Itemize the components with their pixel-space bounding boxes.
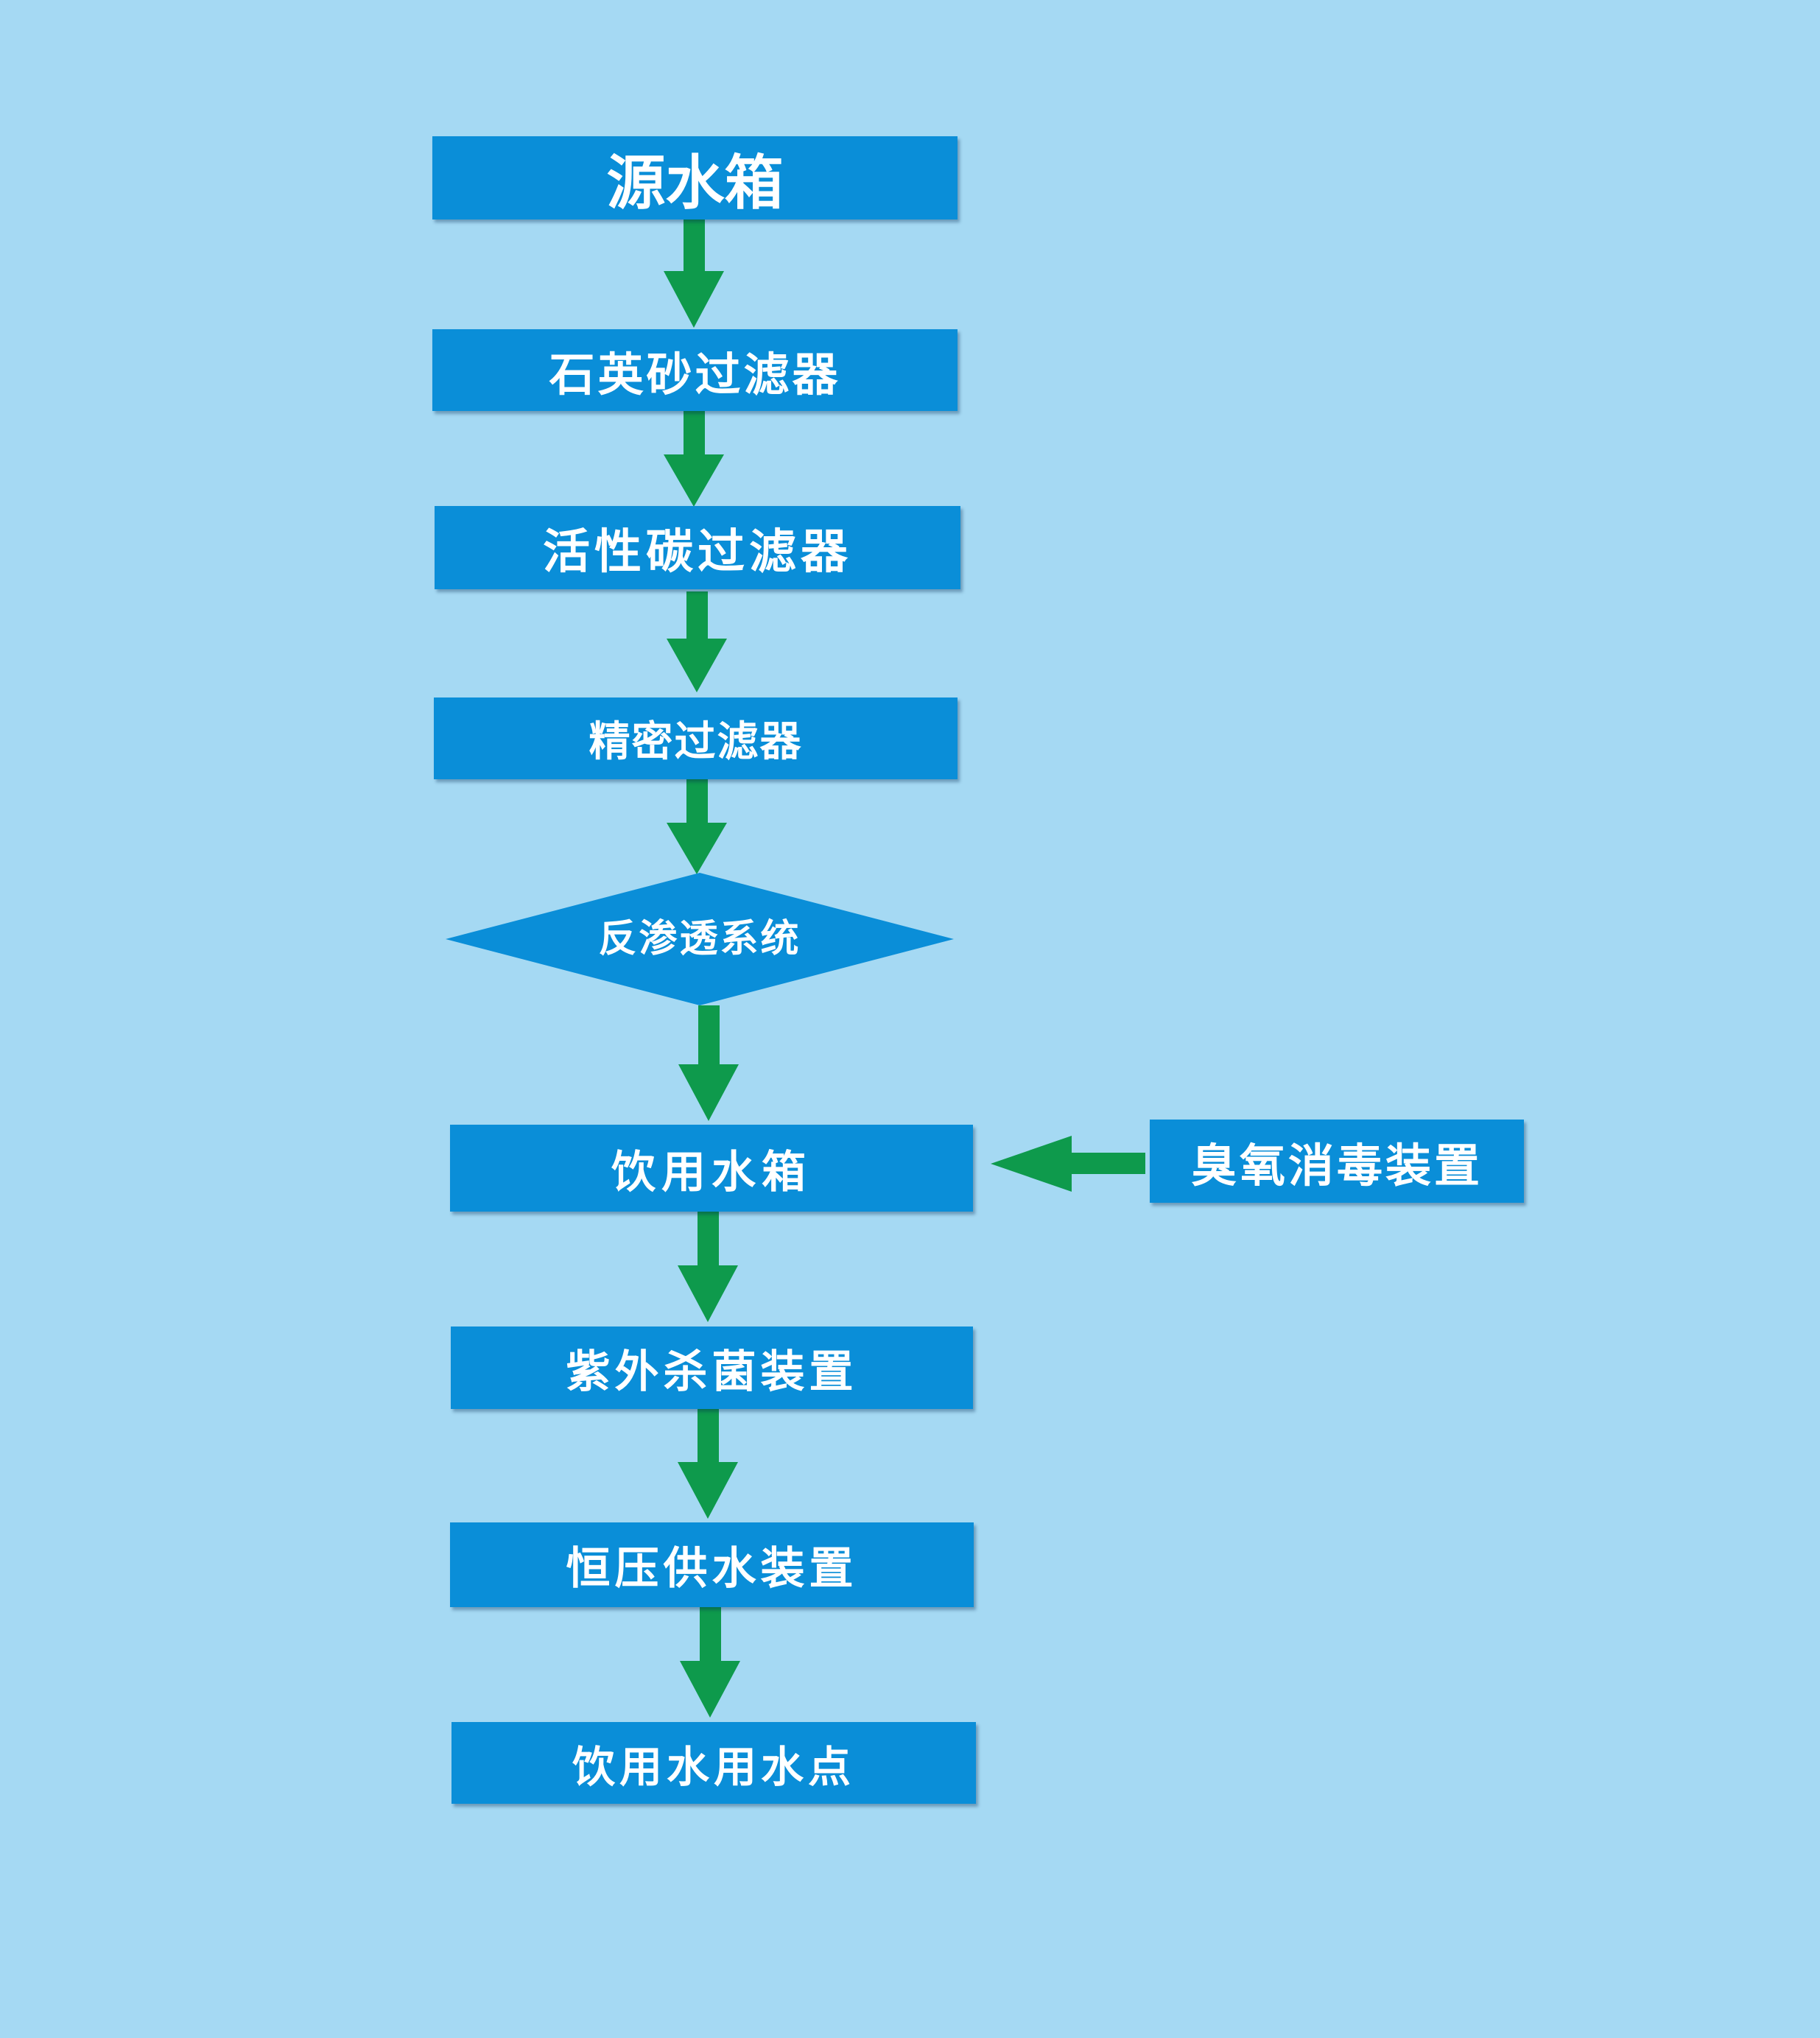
node-activated-carbon-filter: 活性碳过滤器 (435, 506, 960, 589)
node-quartz-sand-filter-label: 石英砂过滤器 (549, 347, 841, 401)
reverse-osmosis-diamond (446, 873, 954, 1005)
node-source-tank: 源水箱 (432, 136, 958, 219)
node-constant-pressure-supply: 恒压供水装置 (450, 1522, 974, 1607)
node-source-tank-label: 源水箱 (606, 148, 784, 217)
node-constant-pressure-supply-label: 恒压供水装置 (566, 1543, 858, 1595)
node-drinking-water-point-label: 饮用水用水点 (572, 1741, 855, 1792)
arrow-drinking-tank-to-uv (678, 1212, 738, 1322)
arrow-pressure-to-use-point (680, 1607, 740, 1718)
node-drinking-water-point: 饮用水用水点 (452, 1722, 976, 1804)
node-uv-sterilizer: 紫外杀菌装置 (451, 1327, 973, 1409)
node-uv-sterilizer-label: 紫外杀菌装置 (566, 1346, 858, 1398)
node-precision-filter: 精密过滤器 (434, 698, 958, 779)
node-reverse-osmosis: 反渗透系统 (446, 873, 954, 1005)
arrow-uv-to-pressure (678, 1409, 738, 1519)
node-ozone-disinfection-label: 臭氧消毒装置 (1190, 1138, 1483, 1192)
arrow-quartz-to-carbon (664, 411, 724, 507)
arrow-ozone-to-drinking-tank (991, 1136, 1145, 1192)
node-precision-filter-label: 精密过滤器 (588, 718, 803, 766)
arrow-carbon-to-precision (667, 591, 727, 692)
node-ozone-disinfection: 臭氧消毒装置 (1150, 1120, 1524, 1203)
node-reverse-osmosis-label: 反渗透系统 (598, 917, 801, 961)
node-drinking-water-tank: 饮用水箱 (450, 1125, 973, 1212)
node-quartz-sand-filter: 石英砂过滤器 (432, 329, 958, 411)
arrow-precision-to-ro (667, 779, 727, 874)
arrow-ro-to-drinking-tank (678, 1005, 739, 1121)
node-activated-carbon-filter-label: 活性碳过滤器 (543, 524, 852, 580)
node-drinking-water-tank-label: 饮用水箱 (611, 1146, 812, 1198)
arrow-source-to-quartz (664, 219, 724, 328)
